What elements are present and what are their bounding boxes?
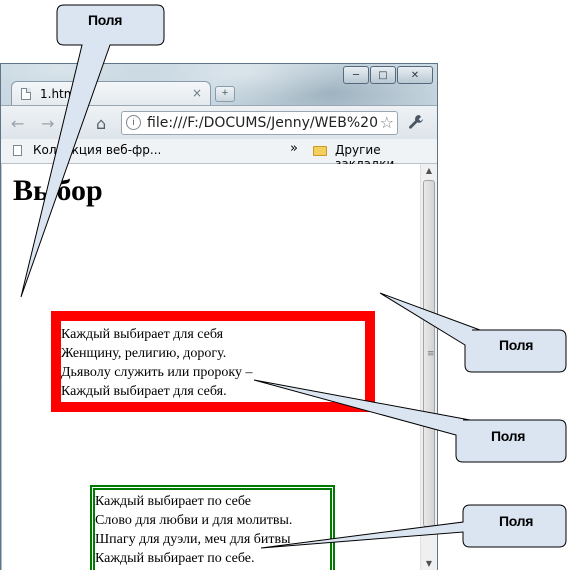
navigation-toolbar: ← → ↻ ⌂ i file:///F:/DOCUMS/Jenny/WEB%20… — [1, 105, 437, 140]
scroll-up-arrow-icon[interactable]: ▲ — [425, 166, 433, 175]
scroll-down-arrow-icon[interactable]: ▼ — [425, 559, 433, 568]
minimize-button[interactable]: ─ — [343, 66, 369, 84]
bookmark-page-icon — [13, 145, 22, 156]
poem-line: Каждый выбирает для себя. — [61, 384, 227, 399]
poem-line: Каждый выбирает по себе. — [95, 551, 255, 566]
scrollbar-grip-icon: ≡ — [427, 349, 435, 359]
poem-line: Шпагу для дуэли, меч для битвы — [95, 532, 291, 547]
callout-label: Поля — [499, 513, 534, 529]
bookmarks-bar: Коллекция веб-фр... » Другие закладки — [1, 139, 437, 171]
address-bar[interactable]: i file:///F:/DOCUMS/Jenny/WEB%20 ☆ — [121, 111, 398, 135]
page-info-icon[interactable]: i — [126, 115, 141, 130]
forward-arrow-icon[interactable]: → — [41, 114, 55, 133]
poem-line: Слово для любви и для молитвы. — [95, 513, 293, 528]
poem-line: Каждый выбирает по себе — [95, 494, 251, 509]
poem-line: Каждый выбирает для себя — [61, 327, 224, 342]
back-arrow-icon[interactable]: ← — [11, 114, 25, 133]
poem-line: Женщину, религию, дорогу. — [61, 346, 227, 361]
reload-icon[interactable]: ↻ — [69, 114, 83, 133]
new-tab-button[interactable]: + — [215, 86, 235, 102]
poem-line: Дьяволу служить или пророку – — [61, 365, 253, 380]
close-window-button[interactable]: ✕ — [397, 66, 433, 84]
wrench-icon — [409, 115, 423, 129]
window-controls: ─ □ ✕ — [343, 66, 433, 84]
browser-tab[interactable]: 1.htm × — [11, 81, 211, 106]
folder-icon — [313, 146, 327, 156]
green-bordered-block: Каждый выбирает по себе Слово для любви … — [90, 485, 335, 570]
url-text[interactable]: file:///F:/DOCUMS/Jenny/WEB%20 — [147, 115, 378, 131]
red-bordered-block: Каждый выбирает для себя Женщину, религи… — [51, 311, 375, 412]
callout-label: Поля — [491, 428, 526, 444]
scrollbar-thumb[interactable]: ≡ — [423, 180, 435, 527]
bookmark-star-icon[interactable]: ☆ — [379, 113, 394, 132]
callout-label: Поля — [499, 337, 534, 353]
tab-title: 1.htm — [40, 87, 76, 101]
page-icon — [21, 88, 31, 100]
page-heading: Выбор — [13, 174, 103, 207]
vertical-scrollbar[interactable]: ▲ ≡ ▼ — [420, 164, 437, 570]
maximize-button[interactable]: □ — [370, 66, 396, 84]
browser-window: ─ □ ✕ 1.htm × + ← → ↻ ⌂ i file:///F:/DOC… — [0, 63, 438, 570]
bookmarks-overflow-chevron[interactable]: » — [290, 141, 298, 156]
page-viewport: Выбор Каждый выбирает для себя Женщину, … — [2, 164, 420, 570]
home-icon[interactable]: ⌂ — [96, 114, 107, 133]
close-tab-icon[interactable]: × — [191, 86, 202, 100]
wrench-menu-icon[interactable] — [408, 114, 424, 134]
callout-label: Поля — [88, 12, 123, 28]
bookmark-item[interactable]: Коллекция веб-фр... — [33, 143, 162, 157]
